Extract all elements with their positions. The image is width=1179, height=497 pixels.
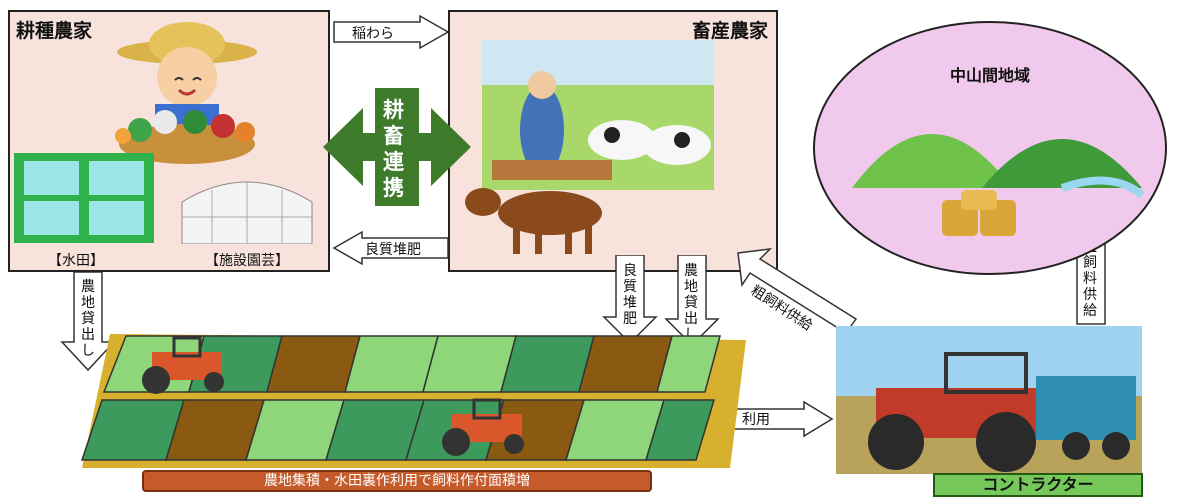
land-lease-left-arrow xyxy=(60,272,116,372)
center-char-1: 耕 xyxy=(383,98,404,122)
land-lease-left-char-3: 貸 xyxy=(81,311,95,327)
land-lease-left-char-4: 出 xyxy=(81,327,95,343)
manure-down-char-2: 質 xyxy=(623,279,637,295)
manure-down-char-1: 良 xyxy=(623,263,637,279)
field-row-top xyxy=(102,335,721,393)
manure-left-arrow xyxy=(332,230,449,266)
straw-label: 稲わら xyxy=(352,26,394,42)
feed-supply-up-char-2: 飼 xyxy=(1083,255,1097,271)
center-char-3: 連 xyxy=(383,150,404,174)
manure-left-label: 良質堆肥 xyxy=(365,242,421,258)
hill-area-title: 中山間地域 xyxy=(950,66,1031,85)
farmer-illustration xyxy=(115,22,257,164)
land-lease-right-char-3: 貸 xyxy=(684,295,698,311)
straw-arrow xyxy=(333,14,450,50)
paddy-label: 【水田】 xyxy=(48,253,104,269)
greenhouse-label: 【施設園芸】 xyxy=(205,253,289,269)
manure-down-arrow xyxy=(602,255,658,345)
field-row-bottom xyxy=(80,399,716,461)
tractor-1 xyxy=(142,336,224,394)
land-lease-right-char-4: 出 xyxy=(684,311,698,327)
manure-down-char-4: 肥 xyxy=(623,311,637,327)
contractor-photo xyxy=(836,326,1142,474)
land-lease-left-char-2: 地 xyxy=(81,295,95,311)
feed-supply-up-char-5: 給 xyxy=(1083,303,1097,319)
use-label: 利用 xyxy=(742,412,770,428)
greenhouse-illustration xyxy=(181,181,313,244)
paddy-illustration xyxy=(14,153,154,243)
livestock-farmer-title: 畜産農家 xyxy=(691,20,768,42)
center-link-arrow xyxy=(323,88,471,206)
land-lease-right-char-2: 地 xyxy=(684,279,698,295)
hill-area-circle xyxy=(813,21,1167,275)
land-lease-left-char-1: 農 xyxy=(81,279,95,295)
center-char-4: 携 xyxy=(383,176,404,200)
center-char-2: 畜 xyxy=(383,124,404,148)
contractor-label: コントラクター xyxy=(933,473,1143,497)
feed-supply-up-char-4: 供 xyxy=(1083,287,1097,303)
feed-supply-up-char-3: 料 xyxy=(1083,271,1097,287)
field-grid xyxy=(80,334,746,468)
cow-illustration xyxy=(465,188,602,254)
manure-down-char-3: 堆 xyxy=(623,295,637,311)
barn-illustration xyxy=(482,40,714,190)
tractor-2 xyxy=(442,398,524,456)
crop-farmer-title: 耕種農家 xyxy=(16,20,93,42)
land-lease-left-char-5: し xyxy=(81,343,95,359)
land-lease-right-arrow xyxy=(664,255,720,347)
bottom-banner: 農地集積・水田裏作利用で飼料作付面積増 xyxy=(142,470,652,492)
land-lease-right-char-1: 農 xyxy=(684,263,698,279)
